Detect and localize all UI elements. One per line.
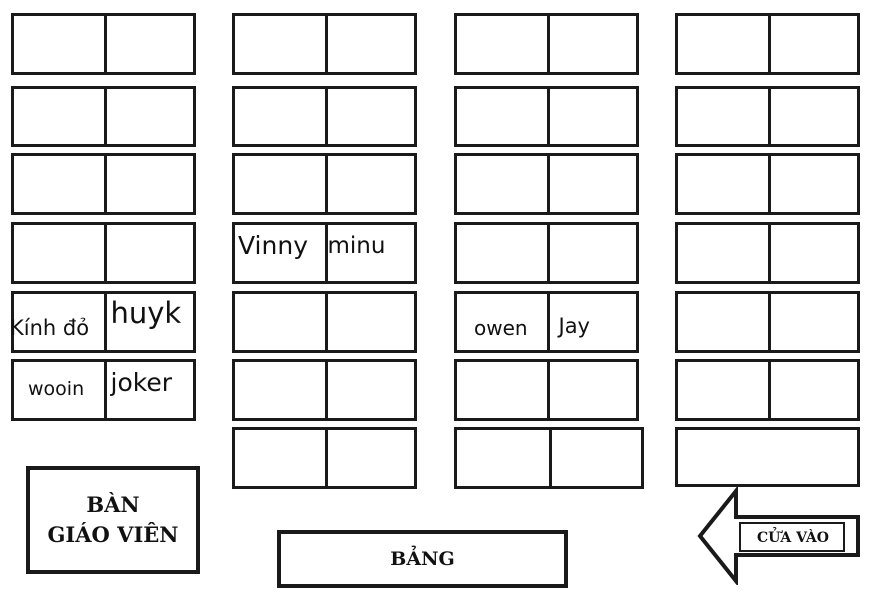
student-name: Kính đỏ bbox=[10, 316, 90, 340]
student-name: huyk bbox=[110, 296, 182, 330]
desk-c4-r2 bbox=[675, 86, 860, 147]
desk-c4-r4 bbox=[675, 222, 860, 284]
desk-c3-r2 bbox=[454, 86, 639, 147]
seat-c2-r7-left bbox=[235, 430, 325, 486]
seat-c2-r4-left: Vinny bbox=[235, 225, 325, 281]
seat-c3-r6-left bbox=[457, 362, 547, 418]
seat-c4-r4-right bbox=[767, 225, 858, 281]
student-name: owen bbox=[474, 316, 528, 340]
seat-c3-r1-right bbox=[546, 16, 637, 72]
seat-c1-r1-left bbox=[14, 16, 104, 72]
desk-c4-r6 bbox=[675, 359, 860, 421]
seat-c2-r2-right bbox=[324, 89, 415, 144]
teacher-desk-label-line2: GIÁO VIÊN bbox=[47, 522, 179, 547]
seat-c2-r7-right bbox=[324, 430, 415, 486]
desk-c2-r4: Vinny minu bbox=[232, 222, 417, 284]
desk-c1-r1 bbox=[11, 13, 196, 75]
seat-c2-r3-left bbox=[235, 156, 325, 212]
seat-c3-r7-left bbox=[457, 430, 549, 486]
desk-c2-r5 bbox=[232, 291, 417, 353]
desk-c4-r1 bbox=[675, 13, 860, 75]
seat-c2-r6-right bbox=[324, 362, 415, 418]
seat-c1-r2-left bbox=[14, 89, 104, 144]
seat-c2-r5-right bbox=[324, 294, 415, 350]
board: BẢNG bbox=[277, 530, 568, 588]
seat-c3-r2-left bbox=[457, 89, 547, 144]
seat-c2-r1-right bbox=[324, 16, 415, 72]
seat-c1-r3-right bbox=[103, 156, 194, 212]
seat-c1-r6-left: wooin bbox=[14, 362, 104, 418]
seat-c4-r5-left bbox=[678, 294, 768, 350]
seat-c3-r4-right bbox=[546, 225, 637, 281]
desk-c3-r7 bbox=[454, 427, 644, 489]
seat-c1-r3-left bbox=[14, 156, 104, 212]
desk-c2-r1 bbox=[232, 13, 417, 75]
student-name: joker bbox=[110, 368, 173, 397]
desk-c2-r3 bbox=[232, 153, 417, 215]
seat-c4-r3-right bbox=[767, 156, 858, 212]
seat-c2-r1-left bbox=[235, 16, 325, 72]
seat-c1-r2-right bbox=[103, 89, 194, 144]
seat-c4-r1-right bbox=[767, 16, 858, 72]
seat-c3-r6-right bbox=[546, 362, 637, 418]
student-name: Vinny bbox=[238, 231, 308, 260]
student-name: minu bbox=[327, 233, 386, 259]
seat-c2-r4-right: minu bbox=[324, 225, 415, 281]
desk-c1-r5: Kính đỏ huyk bbox=[10, 291, 196, 353]
desk-c3-r5: owen Jay bbox=[454, 291, 639, 353]
teacher-desk: BÀN GIÁO VIÊN bbox=[26, 466, 200, 574]
seat-c4-r6-left bbox=[678, 362, 768, 418]
desk-c1-r6: wooin joker bbox=[11, 359, 196, 421]
student-name: wooin bbox=[28, 378, 85, 400]
seat-c2-r2-left bbox=[235, 89, 325, 144]
seat-c1-r4-left bbox=[14, 225, 104, 281]
seat-c1-r5-left: Kính đỏ bbox=[10, 294, 104, 350]
seat-c2-r3-right bbox=[324, 156, 415, 212]
seat-c3-r3-left bbox=[457, 156, 547, 212]
seat-c1-r6-right: joker bbox=[103, 362, 194, 418]
desk-c3-r3 bbox=[454, 153, 639, 215]
desk-c3-r1 bbox=[454, 13, 639, 75]
desk-c1-r4 bbox=[11, 222, 196, 284]
student-name: Jay bbox=[558, 314, 591, 338]
seat-c2-r5-left bbox=[235, 294, 325, 350]
teacher-desk-label-line1: BÀN bbox=[86, 492, 140, 517]
seat-c3-r5-left: owen bbox=[457, 294, 547, 350]
seat-c3-r7-right bbox=[549, 430, 641, 486]
seat-c3-r5-right: Jay bbox=[546, 294, 637, 350]
desk-c3-r4 bbox=[454, 222, 639, 284]
seat-c4-r4-left bbox=[678, 225, 768, 281]
seat-c3-r3-right bbox=[546, 156, 637, 212]
desk-c1-r3 bbox=[11, 153, 196, 215]
seat-c4-r2-left bbox=[678, 89, 768, 144]
desk-c3-r6 bbox=[454, 359, 639, 421]
desk-c2-r6 bbox=[232, 359, 417, 421]
seat-c4-r7 bbox=[678, 430, 857, 484]
seat-c4-r1-left bbox=[678, 16, 768, 72]
desk-c4-r3 bbox=[675, 153, 860, 215]
door-label: CỬA VÀO bbox=[757, 530, 829, 546]
desk-c4-r7 bbox=[675, 427, 860, 487]
seat-c3-r1-left bbox=[457, 16, 547, 72]
desk-c2-r2 bbox=[232, 86, 417, 147]
board-label: BẢNG bbox=[390, 548, 455, 570]
seat-c1-r4-right bbox=[103, 225, 194, 281]
seat-c4-r2-right bbox=[767, 89, 858, 144]
desk-c4-r5 bbox=[675, 291, 860, 353]
seat-c4-r3-left bbox=[678, 156, 768, 212]
seat-c2-r6-left bbox=[235, 362, 325, 418]
desk-c2-r7 bbox=[232, 427, 417, 489]
seat-c4-r6-right bbox=[767, 362, 858, 418]
seat-c1-r5-right: huyk bbox=[103, 294, 194, 350]
left-arrow-icon bbox=[697, 487, 860, 585]
desk-c1-r2 bbox=[11, 86, 196, 147]
seat-c4-r5-right bbox=[767, 294, 858, 350]
seat-c3-r4-left bbox=[457, 225, 547, 281]
seat-c1-r1-right bbox=[103, 16, 194, 72]
seat-c3-r2-right bbox=[546, 89, 637, 144]
